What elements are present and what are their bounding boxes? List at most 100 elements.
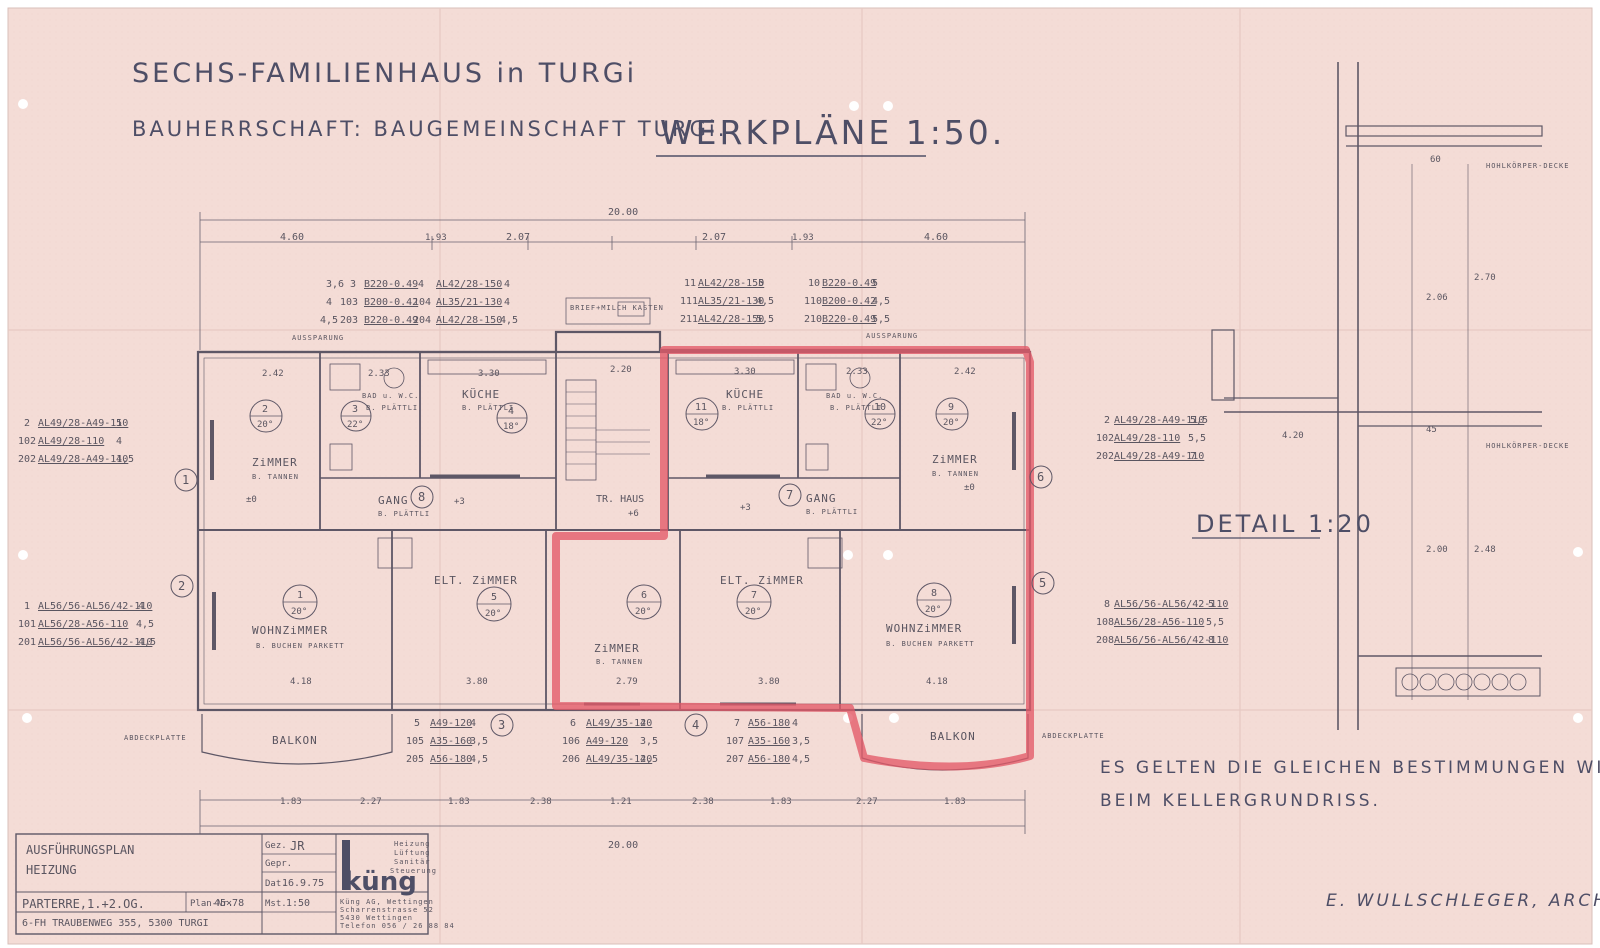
plan-annotation: B200-0.42 — [364, 297, 418, 308]
room-width-dims: 2.42 2.33 3.30 2.20 3.30 2.33 2.42 4.18 … — [246, 365, 976, 687]
plan-annotation: 3,6 — [326, 279, 344, 290]
plan-annotation: B220-0.49 — [822, 314, 876, 325]
plan-annotation: 4.18 — [926, 677, 948, 687]
highlight-outline — [552, 346, 1034, 771]
room-kueche-11: 11 18° KÜCHE B. PLÄTTLI — [685, 388, 774, 431]
plan-annotation: 2 — [1104, 415, 1110, 426]
plan-annotation: ZiMMER — [932, 453, 978, 466]
plan-annotation: 101 — [18, 619, 36, 630]
detail-note-upper: HOHLKÖRPER-DECKE — [1486, 161, 1569, 170]
plan-annotation: Telefon 056 / 26 88 84 — [340, 922, 455, 930]
plan-annotation: Heizung — [394, 840, 431, 848]
plan-annotation: 3.80 — [466, 677, 488, 687]
plan-annotation: 2.79 — [616, 677, 638, 687]
plan-annotation: AL56/56-AL56/42-110 — [38, 637, 152, 648]
plan-annotation: 2.33 — [368, 369, 390, 379]
plan-annotation: 20.00 — [608, 840, 638, 851]
plan-annotation: 1 — [24, 601, 30, 612]
plan-annotation: 5,5 — [756, 314, 774, 325]
plan-annotation: AL56/56-AL56/42-110 — [1114, 635, 1228, 646]
plan-annotation: 20° — [291, 607, 307, 617]
plan-annotation: 5 — [872, 278, 878, 289]
plan-annotation: 102 — [1096, 433, 1114, 444]
plan-annotation: BALKON — [930, 730, 976, 743]
plan-annotation: 1 — [182, 473, 189, 487]
plan-annotation: ELT. ZiMMER — [720, 574, 804, 587]
plan-annotation: 3.80 — [758, 677, 780, 687]
plan-annotation: Küng AG, Wettingen — [340, 898, 434, 906]
plan-type-line-1: AUSFÜHRUNGSPLAN — [26, 841, 134, 857]
plan-annotation: AL56/28-A56-110 — [38, 619, 128, 630]
plan-annotation: 20° — [635, 607, 651, 617]
plan-annotation: 2.38 — [530, 797, 552, 807]
plan-annotation: +3 — [740, 503, 751, 513]
detail-dims: 60 2.70 2.06 45 4.20 2.00 2.48 — [1282, 155, 1496, 555]
plan-annotation: 4 — [116, 436, 122, 447]
plan-annotation: 6 — [641, 590, 647, 601]
plan-annotation: 2.38 — [692, 797, 714, 807]
plan-annotation: 2.33 — [846, 367, 868, 377]
plan-annotation: AL49/35-120 — [586, 754, 652, 765]
plan-annotation: AL42/28-150 — [436, 315, 502, 326]
plan-annotation: 206 — [562, 754, 580, 765]
plan-annotation: 210 — [804, 314, 822, 325]
plan-annotation: A49-120 — [430, 718, 472, 729]
plan-annotation: 1.83 — [448, 797, 470, 807]
plan-annotation: B. BUCHEN PARKETT — [256, 642, 345, 650]
plan-annotation: 8 — [418, 490, 425, 504]
plan-annotation: 5,5 — [1188, 433, 1206, 444]
bottom-dimension-chain — [199, 790, 1026, 834]
plan-annotation: 60 — [1430, 155, 1441, 165]
plan-annotation: B220-0.49 — [364, 315, 418, 326]
plan-annotation: KÜCHE — [726, 388, 764, 401]
plan-annotation: 10 — [874, 402, 886, 413]
plan-annotation: 4,5 — [136, 619, 154, 630]
plan-annotation: 4,5 — [320, 315, 338, 326]
plan-annotation: B. PLÄTTLI — [722, 403, 774, 412]
plan-annotation: 5 — [758, 278, 764, 289]
plan-annotation: 108 — [1096, 617, 1114, 628]
plan-annotation: Lüftung — [394, 849, 431, 857]
plan-annotation: 1.21 — [610, 797, 632, 807]
general-note-line-1: ES GELTEN DIE GLEICHEN BESTIMMUNGEN WIE — [1100, 758, 1600, 778]
plan-annotation: 20° — [257, 420, 273, 430]
plan-annotation: 2 — [262, 404, 268, 415]
floor-plan-walls — [196, 330, 1032, 771]
radiator-list-bottom-1: 5 A49-120 4 105 A35-160 3,5 205 A56-180 … — [406, 718, 488, 765]
plan-annotation: WOHNZiMMER — [886, 622, 962, 635]
plan-annotation: 2.00 — [1426, 545, 1448, 555]
detail-note-lower: HOHLKÖRPER-DECKE — [1486, 441, 1569, 450]
plan-annotation: 4 — [640, 718, 646, 729]
project-address: 6-FH TRAUBENWEG 355, 5300 TURGI — [22, 918, 209, 929]
room-bad-3: 3 22° BAD u. W.C. B. PLÄTTLI — [340, 392, 418, 432]
plan-annotation: B200-0.42 — [822, 296, 876, 307]
plan-annotation: 22° — [871, 418, 887, 428]
plan-annotation: Scharrenstrasse 52 — [340, 906, 434, 914]
plan-annotation: 2.27 — [360, 797, 382, 807]
dim-top-4: 2.07 — [702, 232, 726, 243]
plan-annotation: 2.70 — [1474, 273, 1496, 283]
plan-annotation: AL49/28-A49-110 — [1114, 415, 1204, 426]
plan-annotation: 5 — [414, 718, 420, 729]
plan-annotation: 207 — [726, 754, 744, 765]
format-value: 45×78 — [214, 898, 244, 909]
plan-annotation: 9 — [948, 402, 954, 413]
plan-annotation: 3 — [352, 404, 358, 415]
room-labels: 2 20° ZiMMER B. TANNEN 3 22° BAD u. W.C.… — [249, 388, 978, 666]
detail-title: DETAIL 1:20 — [1196, 510, 1374, 538]
title-line-1: SECHS-FAMILIENHAUS in TURGi — [132, 58, 637, 89]
plan-annotation: 4,5 — [116, 454, 134, 465]
plan-annotation: ZiMMER — [252, 456, 298, 469]
plan-annotation: 45 — [1426, 425, 1437, 435]
plan-annotation: ZiMMER — [594, 642, 640, 655]
plan-scale: 1:50 — [286, 898, 310, 909]
plan-annotation: 5 — [1039, 576, 1046, 590]
plan-annotation: 3 — [350, 279, 356, 290]
plan-annotation: A56-180 — [430, 754, 472, 765]
plan-annotation: ABDECKPLATTE — [1042, 732, 1105, 740]
plan-annotation: 1.83 — [944, 797, 966, 807]
plan-annotation: 18° — [693, 418, 709, 428]
room-wohnzimmer-8: 8 20° WOHNZiMMER B. BUCHEN PARKETT — [886, 582, 974, 648]
plan-annotation: 3.30 — [734, 367, 756, 377]
plan-annotation: B. PLÄTTLI — [806, 507, 858, 516]
